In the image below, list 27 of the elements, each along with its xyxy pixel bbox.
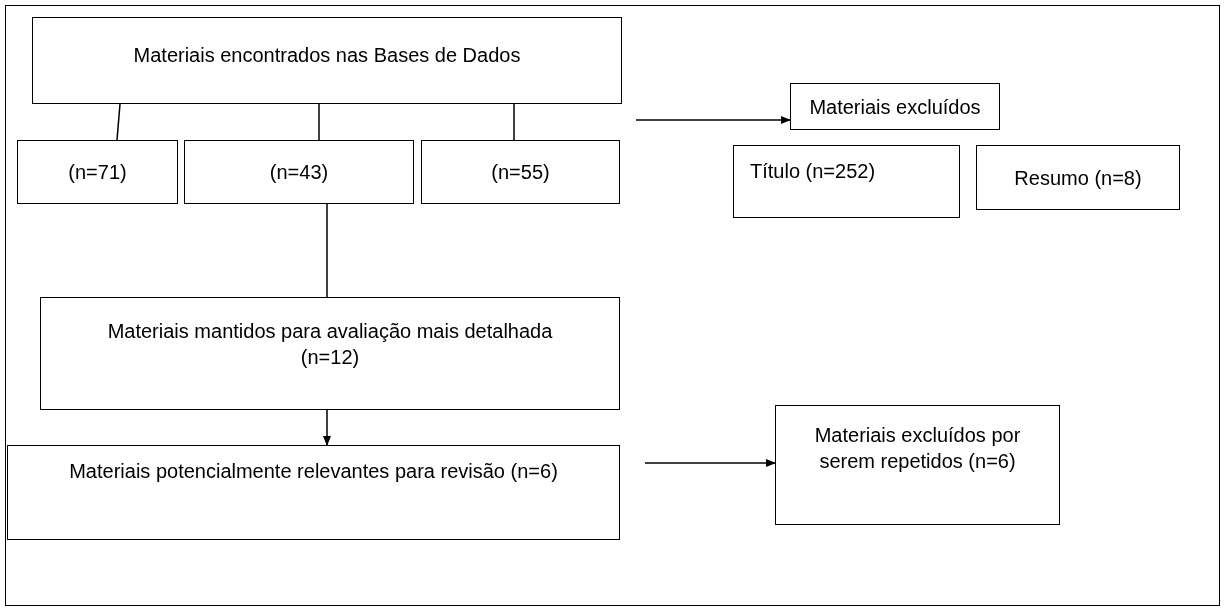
connector-line [116, 103, 121, 141]
process-box [17, 140, 178, 204]
box-text: Materiais excluídos [809, 94, 981, 120]
box-text: (n=43) [269, 160, 329, 185]
box-text: Materiais mantidos para avaliação mais detalhada (n=12) [106, 319, 554, 370]
arrow [635, 116, 791, 124]
connector-line [326, 203, 328, 298]
box-text: Materiais potencialmente relevantes para revisão (n=6) [69, 459, 558, 484]
process-box [184, 140, 414, 204]
box-text: (n=71) [68, 160, 127, 185]
box-text: Materiais encontrados nas Bases de Dados [133, 43, 521, 68]
box-text: Materiais excluídos por serem repetidos (n=6) [813, 423, 1022, 474]
connector-line [318, 103, 320, 141]
process-box [40, 297, 620, 410]
process-box [32, 17, 622, 104]
box-text: Resumo (n=8) [1014, 165, 1142, 191]
arrow [644, 459, 776, 467]
process-box [733, 145, 960, 218]
process-box [7, 445, 620, 540]
connector-line [513, 103, 515, 141]
box-text: Título (n=252) [750, 159, 876, 184]
box-text: (n=55) [491, 160, 550, 185]
process-box [790, 83, 1000, 130]
process-box [421, 140, 620, 204]
process-box [775, 405, 1060, 525]
arrow [323, 409, 331, 446]
process-box [976, 145, 1180, 210]
